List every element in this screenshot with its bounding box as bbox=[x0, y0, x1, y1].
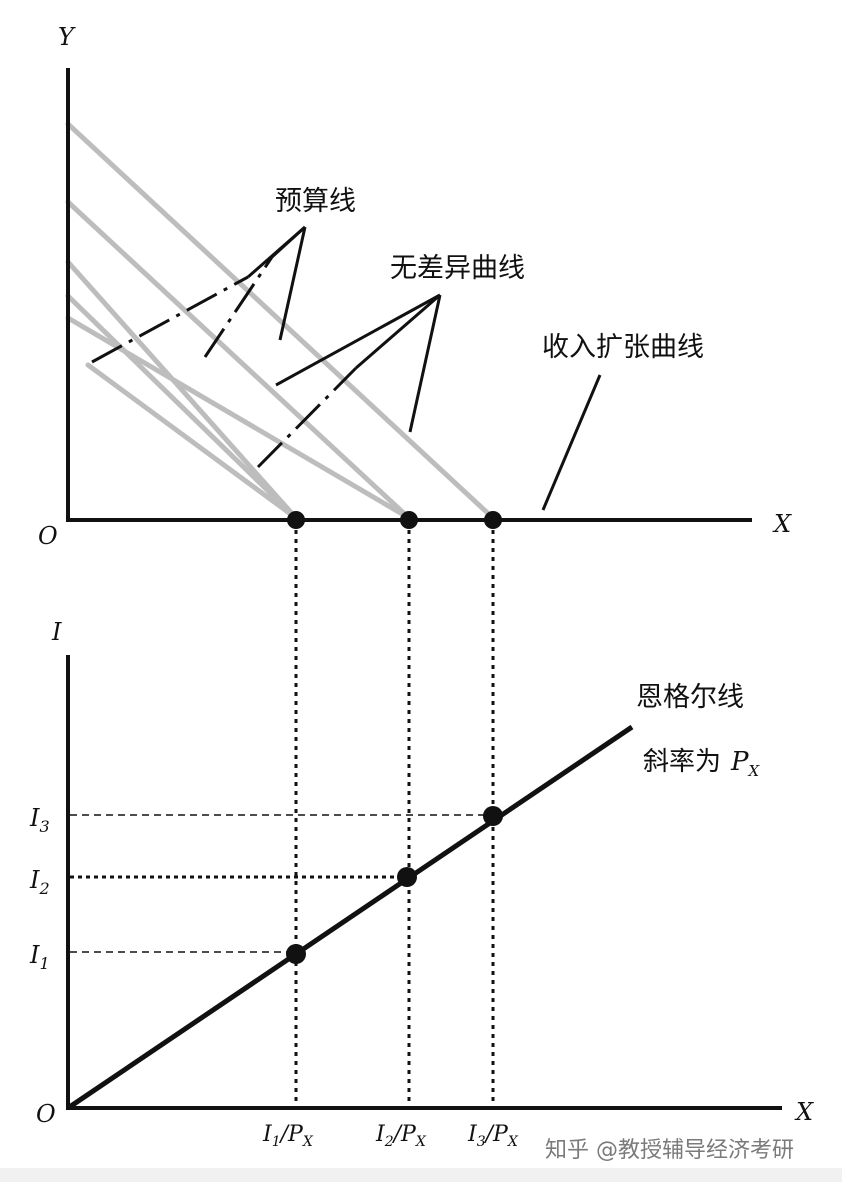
engel-points bbox=[286, 806, 503, 964]
bottom-axes bbox=[66, 655, 782, 1110]
budget-pointer-2 bbox=[270, 225, 307, 259]
budget-lines bbox=[65, 121, 496, 521]
x-tick-label-2: I2/PX bbox=[375, 1122, 427, 1150]
bottom-origin-label: O bbox=[36, 1100, 56, 1128]
bottom-y-axis-label: I bbox=[51, 618, 62, 646]
income-label-i3: I3 bbox=[29, 804, 50, 836]
engel-line-label: 恩格尔线 bbox=[636, 682, 744, 713]
top-point-1 bbox=[287, 511, 305, 529]
income-expansion-label: 收入扩张曲线 bbox=[542, 332, 704, 363]
engel-point-3 bbox=[483, 806, 503, 826]
bottom-strip bbox=[0, 1168, 842, 1182]
budget-line-label: 预算线 bbox=[275, 186, 356, 217]
budget-line-1 bbox=[65, 259, 299, 521]
budget-pointer-3 bbox=[278, 226, 307, 341]
top-x-axis-label: X bbox=[772, 510, 792, 538]
indifference-curves bbox=[91, 256, 358, 469]
engel-point-2 bbox=[397, 867, 417, 887]
watermark-text: 知乎 @教授辅导经济考研 bbox=[545, 1138, 794, 1163]
income-expansion-line bbox=[541, 374, 602, 511]
ic-pointer-3 bbox=[408, 294, 442, 433]
engel-point-1 bbox=[286, 944, 306, 964]
indifference-curve-3 bbox=[256, 366, 358, 469]
top-panel: Y X O 预算线 无差异曲线 收入扩张曲线 bbox=[38, 23, 792, 550]
top-origin-label: O bbox=[38, 522, 58, 550]
engel-line bbox=[66, 724, 634, 1111]
indifference-curve-2 bbox=[203, 256, 274, 358]
indifference-curve-1 bbox=[91, 275, 249, 364]
bottom-x-axis-label: X bbox=[794, 1098, 814, 1126]
income-label-i2: I2 bbox=[29, 866, 50, 898]
budget-line-3 bbox=[65, 121, 496, 521]
top-y-axis-label: Y bbox=[58, 23, 76, 51]
bottom-panel: I X O I3 I2 I1 I1/PX I2/PX I3/PX 恩格尔线 斜率… bbox=[29, 618, 814, 1150]
vertical-connectors bbox=[294, 530, 495, 1108]
budget-line-6 bbox=[85, 362, 299, 521]
ic-pointer-1 bbox=[275, 293, 441, 387]
x-tick-label-1: I1/PX bbox=[262, 1122, 314, 1150]
x-tick-label-3: I3/PX bbox=[467, 1122, 519, 1150]
horizontal-guides bbox=[70, 814, 493, 953]
top-point-3 bbox=[484, 511, 502, 529]
pointer-lines bbox=[247, 225, 602, 511]
top-point-2 bbox=[400, 511, 418, 529]
income-label-i1: I1 bbox=[29, 941, 50, 973]
budget-line-4 bbox=[65, 293, 299, 521]
indifference-curve-label: 无差异曲线 bbox=[390, 253, 525, 284]
budget-line-5 bbox=[65, 315, 412, 521]
top-points bbox=[287, 511, 502, 529]
ic-pointer-2 bbox=[355, 293, 441, 370]
budget-line-2 bbox=[65, 199, 412, 521]
